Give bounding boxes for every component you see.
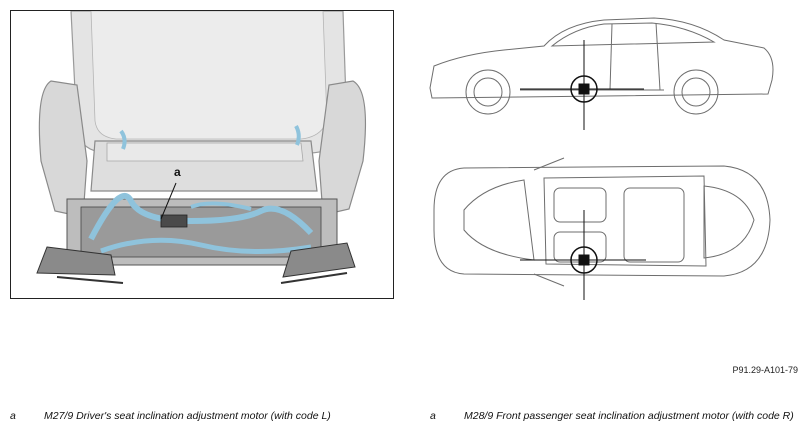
legend-key: a [10,410,16,422]
side-view-car [429,17,774,115]
seat-drawing [36,11,367,284]
legend-text: M27/9 Driver's seat inclination adjustme… [44,410,331,422]
side-view-locator [520,40,644,130]
top-view-car [433,157,771,287]
vehicle-location-diagrams [424,10,784,310]
legend-item-passenger: a M28/9 Front passenger seat inclination … [430,410,794,422]
vehicle-drawings [429,17,774,300]
callout-label: a [174,165,181,179]
legend-text: M28/9 Front passenger seat inclination a… [464,410,794,422]
top-view-locator [520,210,646,300]
legend-key: a [430,410,436,422]
legend-item-driver: a M27/9 Driver's seat inclination adjustm… [10,410,331,422]
seat-illustration: a [10,10,394,299]
figure-code: P91.29-A101-79 [732,365,798,375]
